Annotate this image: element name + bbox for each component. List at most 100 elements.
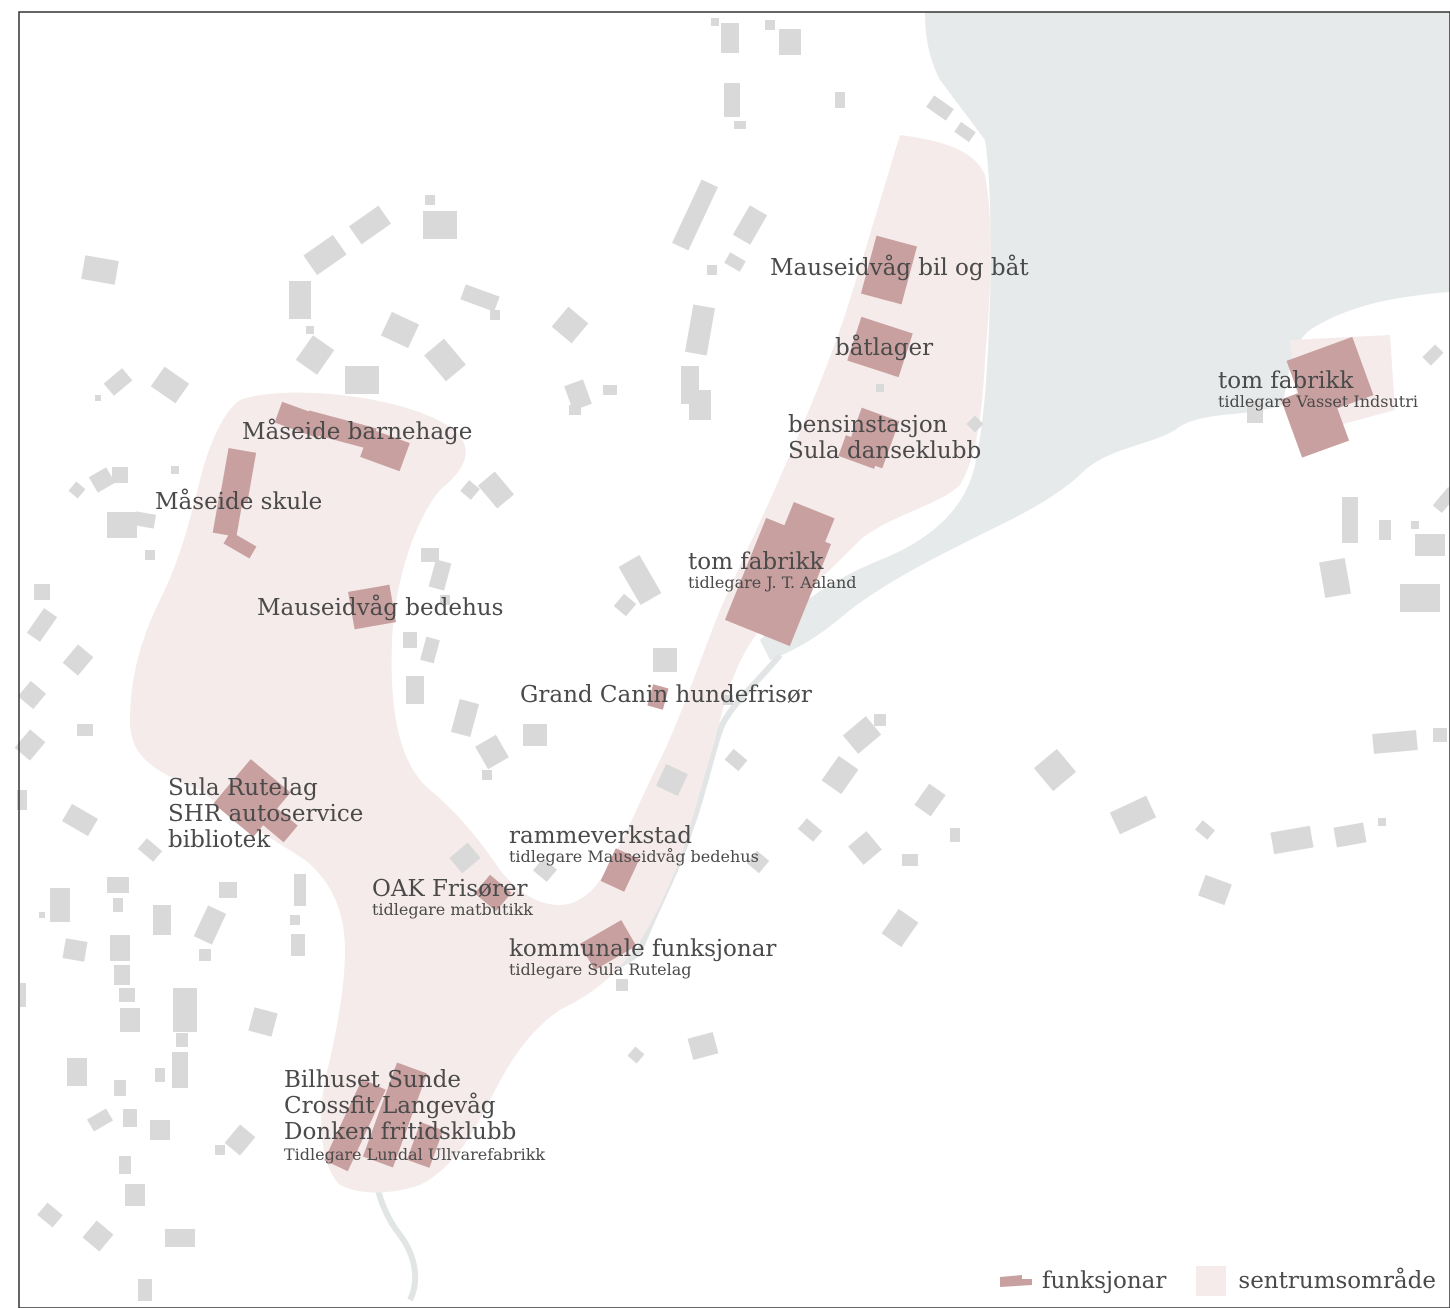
label-line: Crossfit Langevåg bbox=[284, 1093, 496, 1119]
building bbox=[424, 338, 466, 382]
building bbox=[672, 179, 718, 251]
building bbox=[420, 636, 440, 664]
legend-centre-swatch bbox=[1196, 1266, 1227, 1296]
building bbox=[345, 366, 379, 394]
building bbox=[86, 1108, 114, 1132]
building bbox=[425, 195, 435, 205]
building bbox=[291, 934, 305, 956]
building bbox=[14, 729, 46, 761]
label-line: Måseide skule bbox=[155, 489, 323, 515]
building bbox=[219, 882, 237, 898]
water-area bbox=[760, 12, 1450, 660]
function-building bbox=[1280, 382, 1350, 458]
building bbox=[290, 915, 300, 925]
building bbox=[1333, 822, 1367, 848]
label-mauseidvag-bedehus: Mauseidvåg bedehus bbox=[257, 597, 503, 620]
building bbox=[303, 234, 347, 276]
building bbox=[490, 310, 500, 320]
building bbox=[114, 965, 130, 985]
building bbox=[34, 584, 50, 600]
building bbox=[107, 512, 137, 538]
building bbox=[88, 467, 116, 493]
building bbox=[627, 1046, 645, 1064]
building bbox=[881, 908, 919, 948]
function-building bbox=[838, 435, 882, 469]
function-building bbox=[212, 493, 244, 537]
label-line: rammeverkstad bbox=[509, 823, 692, 849]
building bbox=[26, 608, 58, 642]
building bbox=[133, 511, 157, 529]
label-maseide-skule: Måseide skule bbox=[155, 491, 322, 514]
building bbox=[876, 384, 884, 392]
label-subline: tidlegare Sula Rutelag bbox=[509, 960, 692, 979]
function-building bbox=[771, 501, 835, 575]
building bbox=[306, 326, 314, 334]
building bbox=[1422, 344, 1444, 366]
map-frame bbox=[18, 11, 1450, 1308]
building bbox=[564, 379, 592, 411]
label-line: Bilhuset Sunde bbox=[284, 1067, 461, 1093]
building bbox=[62, 644, 94, 676]
building bbox=[523, 724, 547, 746]
function-building bbox=[362, 1062, 428, 1168]
building bbox=[616, 979, 628, 991]
label-batlager: båtlager bbox=[835, 337, 933, 360]
legend-centre-label: sentrumsområde bbox=[1238, 1268, 1436, 1294]
label-subline: tidlegare Mauseidvåg bedehus bbox=[509, 847, 759, 866]
building bbox=[155, 1068, 165, 1082]
building bbox=[62, 803, 98, 837]
building bbox=[684, 304, 716, 356]
label-line: bibliotek bbox=[168, 827, 271, 853]
function-building bbox=[406, 1122, 444, 1168]
building bbox=[428, 559, 452, 591]
building bbox=[176, 1033, 188, 1047]
building bbox=[1400, 584, 1440, 612]
label-line: Sula Rutelag bbox=[168, 775, 318, 801]
building bbox=[17, 680, 47, 710]
building bbox=[532, 858, 558, 882]
building bbox=[67, 1058, 87, 1086]
building bbox=[797, 818, 823, 842]
building bbox=[380, 311, 420, 349]
map-legend: funksjonar sentrumsområde bbox=[1000, 1264, 1436, 1298]
building bbox=[120, 1008, 140, 1032]
building bbox=[153, 905, 171, 935]
building bbox=[82, 1220, 114, 1252]
building bbox=[81, 255, 119, 285]
building bbox=[926, 95, 954, 121]
building bbox=[779, 29, 801, 55]
label-subline: tidlegare J. T. Aaland bbox=[688, 573, 857, 592]
building bbox=[145, 550, 155, 560]
building bbox=[707, 265, 717, 275]
building bbox=[1195, 820, 1215, 840]
label-subline: tidlegare Vasset Indsutri bbox=[1218, 392, 1418, 411]
building bbox=[449, 842, 481, 874]
building bbox=[821, 755, 859, 795]
building bbox=[150, 1120, 170, 1140]
label-grand-canin: Grand Canin hundefrisør bbox=[520, 684, 812, 707]
label-line: tom fabrikk bbox=[688, 549, 824, 575]
building bbox=[603, 385, 617, 395]
label-maseide-barnehage: Måseide barnehage bbox=[242, 421, 472, 444]
building bbox=[1378, 818, 1386, 826]
building bbox=[173, 988, 197, 1032]
building bbox=[1198, 874, 1232, 906]
building bbox=[954, 121, 976, 143]
building bbox=[842, 716, 882, 754]
building bbox=[1372, 730, 1418, 754]
building bbox=[1270, 825, 1314, 855]
building bbox=[20, 983, 26, 1007]
function-building bbox=[847, 316, 913, 378]
label-oak-frisorer: OAK Frisører tidlegare matbutikk bbox=[372, 878, 533, 918]
building bbox=[112, 467, 128, 483]
label-line: Sula danseklubb bbox=[788, 438, 982, 464]
building bbox=[687, 1032, 719, 1060]
function-buildings bbox=[212, 235, 1374, 1172]
building bbox=[765, 20, 775, 30]
building bbox=[914, 783, 946, 817]
building bbox=[37, 1202, 63, 1228]
label-line: Måseide barnehage bbox=[242, 419, 473, 445]
building bbox=[165, 1229, 195, 1247]
label-line: SHR autoservice bbox=[168, 801, 364, 827]
